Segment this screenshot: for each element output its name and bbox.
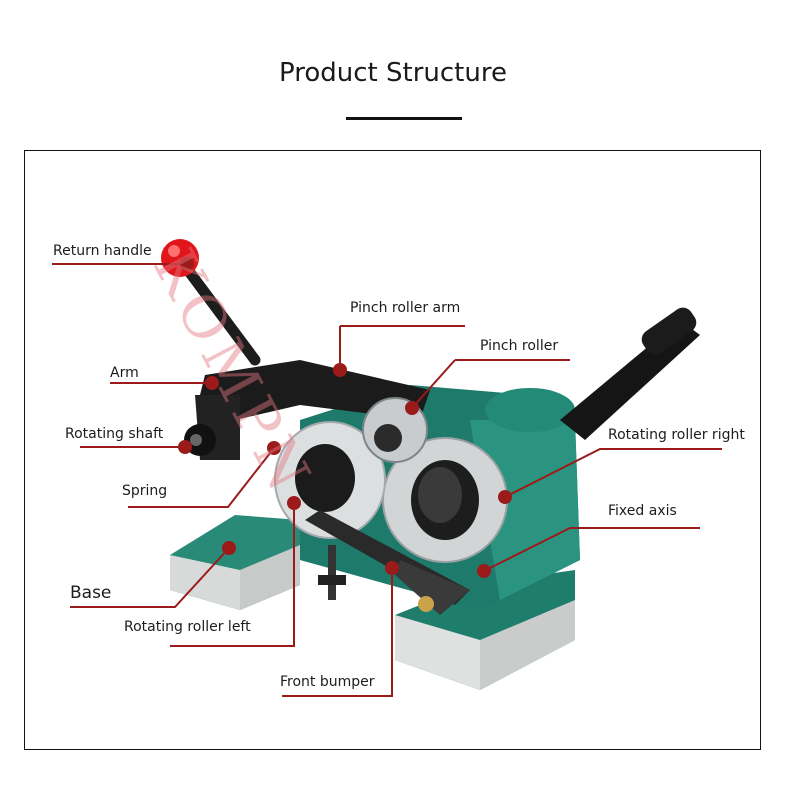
dot-spring xyxy=(267,441,281,455)
leader-base xyxy=(70,547,230,608)
right-handle xyxy=(560,307,700,440)
dot-front-bumper xyxy=(385,561,399,575)
leader-front-bumper xyxy=(282,568,393,697)
leader-spring xyxy=(128,447,275,508)
leader-fixed-axis xyxy=(483,527,700,572)
leader-rotating-roller-left xyxy=(170,503,295,647)
dot-base xyxy=(222,541,236,555)
dot-rotating-shaft xyxy=(178,440,192,454)
arm-assembly xyxy=(184,360,430,460)
leader-pinch-roller-arm xyxy=(339,325,465,370)
label-base: Base xyxy=(70,583,112,603)
label-pinch-roller-arm: Pinch roller arm xyxy=(350,300,461,316)
dot-return-handle xyxy=(180,257,194,271)
label-fixed-axis: Fixed axis xyxy=(608,503,677,519)
front-bumper xyxy=(305,510,470,615)
label-rotating-roller-right: Rotating roller right xyxy=(608,427,745,443)
leader-rotating-roller-right xyxy=(504,448,722,498)
adjusting-screw xyxy=(318,545,346,600)
label-spring: Spring xyxy=(122,483,168,499)
label-arm: Arm xyxy=(110,365,139,381)
label-rotating-roller-left: Rotating roller left xyxy=(124,619,251,635)
dot-pinch-roller-arm xyxy=(333,363,347,377)
dot-rotating-roller-right xyxy=(498,490,512,504)
rotating-roller-right xyxy=(382,437,508,563)
label-pinch-roller: Pinch roller xyxy=(480,338,559,354)
rotating-roller-left xyxy=(274,421,386,539)
base-left-block xyxy=(170,515,300,610)
dot-rotating-roller-left xyxy=(287,496,301,510)
label-return-handle: Return handle xyxy=(53,243,152,259)
page-title: Product Structure xyxy=(279,58,507,88)
title-underline xyxy=(346,117,462,120)
label-front-bumper: Front bumper xyxy=(280,674,375,690)
dot-pinch-roller xyxy=(405,401,419,415)
dot-fixed-axis xyxy=(477,564,491,578)
leader-pinch-roller xyxy=(411,359,570,409)
label-rotating-shaft: Rotating shaft xyxy=(65,426,164,442)
dot-arm xyxy=(205,376,219,390)
